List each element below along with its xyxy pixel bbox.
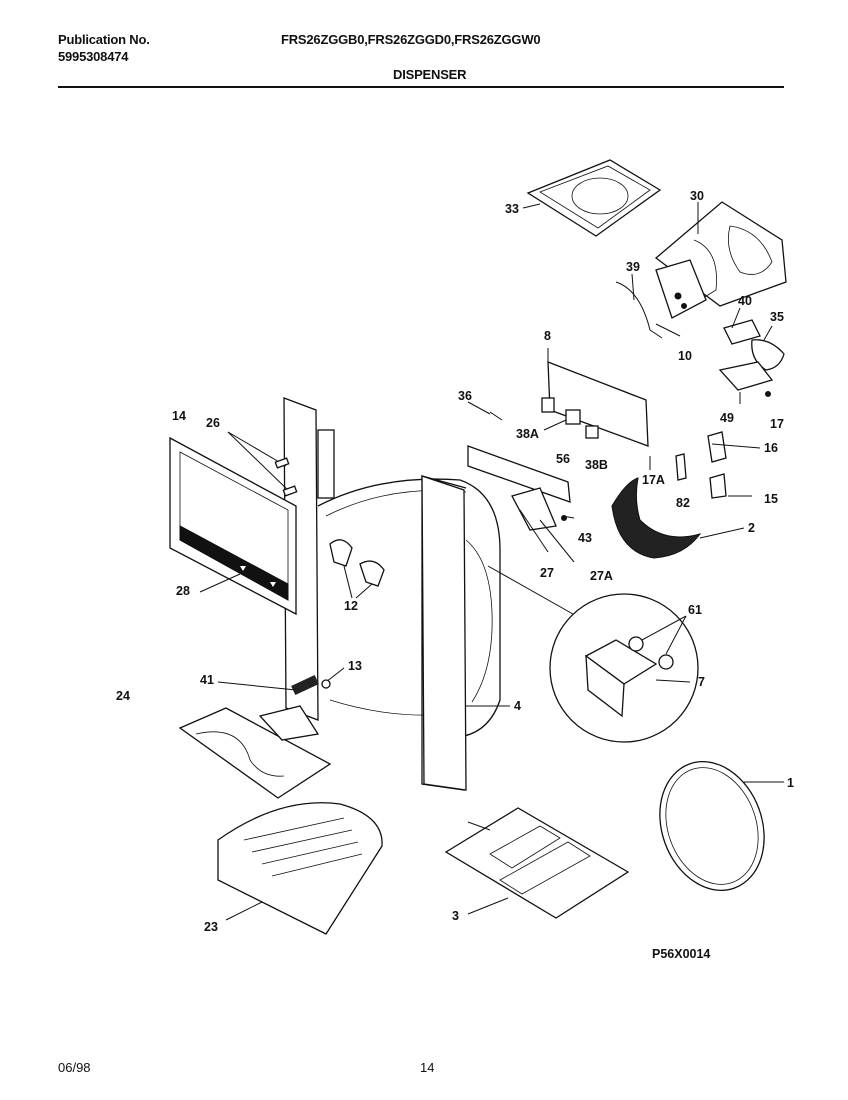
part-left-panel <box>283 397 385 721</box>
callout-56: 56 <box>556 452 570 466</box>
callout-27: 27 <box>540 566 554 580</box>
callout-15: 15 <box>764 492 778 506</box>
part-1-gasket-ring <box>659 761 784 891</box>
section-title: DISPENSER <box>393 67 467 82</box>
callout-33: 33 <box>505 202 519 216</box>
callout-39: 39 <box>626 260 640 274</box>
callout-23: 23 <box>204 920 218 934</box>
callout-16: 16 <box>764 441 778 455</box>
callout-8: 8 <box>544 329 551 343</box>
part-7-61-switch-detail <box>549 593 699 743</box>
part-41-spring <box>217 667 345 696</box>
callout-17a: 17A <box>642 473 665 487</box>
part-8-switch-bracket <box>541 348 649 447</box>
callout-28: 28 <box>176 584 190 598</box>
callout-38b: 38B <box>585 458 608 472</box>
part-3-heater <box>444 807 630 919</box>
callout-82: 82 <box>676 496 690 510</box>
footer-page-number: 14 <box>420 1060 435 1075</box>
callout-38a: 38A <box>516 427 539 441</box>
publication-label: Publication No. <box>58 32 150 47</box>
leader-lines <box>466 273 761 707</box>
callout-7: 7 <box>698 675 705 689</box>
callout-41: 41 <box>200 673 214 687</box>
part-24-drip-tray <box>178 705 332 799</box>
part-39-actuator <box>615 259 707 339</box>
callout-35: 35 <box>770 310 784 324</box>
part-40-35-49-solenoid <box>718 307 785 404</box>
part-4-dispenser-housing <box>317 475 581 791</box>
part-23-grille <box>217 802 383 935</box>
callout-2: 2 <box>748 521 755 535</box>
callout-30: 30 <box>690 189 704 203</box>
callout-49: 49 <box>720 411 734 425</box>
callout-26: 26 <box>206 416 220 430</box>
header-rule <box>58 86 784 88</box>
callout-27a: 27A <box>590 569 613 583</box>
part-27-lever-assembly <box>467 411 575 531</box>
part-33-cover-plate <box>522 159 662 237</box>
model-numbers: FRS26ZGGB0,FRS26ZGGD0,FRS26ZGGW0 <box>281 32 541 47</box>
callout-17: 17 <box>770 417 784 431</box>
callout-12: 12 <box>344 599 358 613</box>
footer-date: 06/98 <box>58 1060 91 1075</box>
callout-43: 43 <box>578 531 592 545</box>
callout-40: 40 <box>738 294 752 308</box>
callout-36: 36 <box>458 389 472 403</box>
callout-61: 61 <box>688 603 702 617</box>
callout-13: 13 <box>348 659 362 673</box>
figure-code: P56X0014 <box>652 947 710 961</box>
callout-10: 10 <box>678 349 692 363</box>
callout-1: 1 <box>787 776 794 790</box>
callout-3: 3 <box>452 909 459 923</box>
part-14-28-front-frame <box>169 436 297 616</box>
callout-4: 4 <box>514 699 521 713</box>
part-small-fasteners <box>649 431 727 499</box>
callout-24: 24 <box>116 689 130 703</box>
part-26-screws <box>227 431 298 497</box>
part-2-chute-gasket <box>611 477 702 559</box>
publication-number: 5995308474 <box>58 49 129 64</box>
callout-14: 14 <box>172 409 186 423</box>
